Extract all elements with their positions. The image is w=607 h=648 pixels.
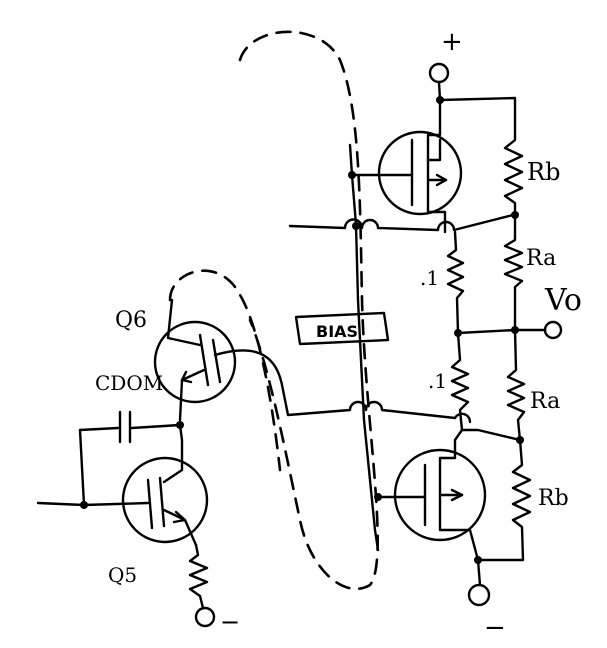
ra-bottom-label: Ra <box>530 389 560 414</box>
cdom-label: CDOM <box>95 371 163 395</box>
lower-mosfet <box>376 428 487 587</box>
plus-label: + <box>441 27 463 57</box>
q6-to-output-wire <box>213 349 472 424</box>
cdom-capacitor <box>78 410 182 444</box>
q6-label: Q6 <box>115 308 147 333</box>
rb-top-label: Rb <box>527 158 560 186</box>
bias-dashed-enclosure <box>238 30 379 591</box>
minus-right-label: − <box>484 613 506 643</box>
bjt-transistor-icon <box>121 456 209 544</box>
resistor-ra-bottom <box>506 328 526 442</box>
junction-dot <box>80 501 88 509</box>
ra-top-label: Ra <box>526 246 556 271</box>
r-bottom-label: .1 <box>428 369 447 393</box>
bias-block: BIAS <box>294 311 390 346</box>
positive-terminal-icon[interactable] <box>428 62 450 84</box>
cdom-left-wire <box>78 428 86 507</box>
bias-spine-wire <box>348 143 380 552</box>
vo-terminal-icon[interactable] <box>543 320 563 340</box>
resistor-point1-bottom <box>450 331 470 432</box>
bias-label: BIAS <box>316 322 358 341</box>
resistor-ra-top <box>503 213 524 332</box>
minus-left-label: − <box>220 608 240 636</box>
junction-dot <box>474 556 482 564</box>
lower-output-wire <box>460 428 522 442</box>
bjt-transistor-icon <box>153 320 237 404</box>
q6-transistor <box>153 298 237 422</box>
upper-crossover-wire <box>288 213 515 232</box>
resistor-q5-emitter <box>188 543 209 610</box>
q5-label: Q5 <box>108 563 137 587</box>
mosfet-transistor-icon <box>393 448 487 542</box>
mosfet-transistor-icon <box>377 130 463 216</box>
vo-label: Vo <box>544 283 582 318</box>
rb-bottom-label: Rb <box>538 486 569 511</box>
resistor-rb-bottom <box>476 438 532 562</box>
output-node-wire <box>456 328 547 335</box>
top-supply-rail <box>438 96 517 122</box>
resistor-point1-top <box>446 230 465 335</box>
junction-dot <box>374 493 382 501</box>
q5-transistor <box>36 423 209 547</box>
negative-terminal-icon[interactable] <box>467 583 491 607</box>
resistor-rb-top <box>503 118 524 217</box>
r-top-label: .1 <box>420 266 439 290</box>
q6-dashed-enclosure <box>168 269 282 472</box>
junction-dot <box>352 222 360 230</box>
upper-mosfet <box>350 98 463 234</box>
q5-terminal-icon[interactable] <box>194 606 216 628</box>
